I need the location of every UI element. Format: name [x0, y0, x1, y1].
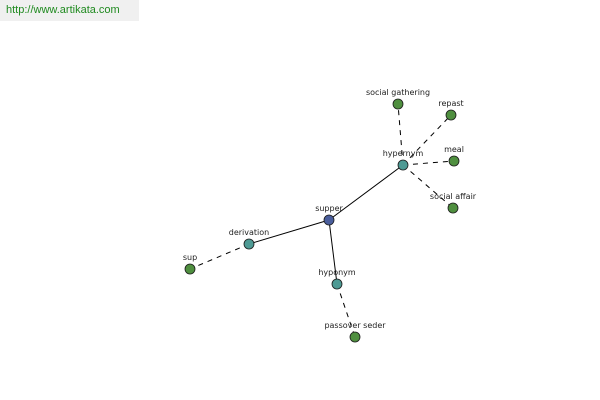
node-supper[interactable]: supper	[315, 204, 344, 226]
node-dot-hypernym[interactable]	[397, 159, 409, 171]
node-hypernym[interactable]: hypernym	[383, 149, 424, 171]
edge-hypernym-social-affair	[402, 164, 454, 209]
edge-supper-derivation	[248, 219, 330, 245]
edge-supper-hyponym	[328, 219, 338, 285]
node-label-meal: meal	[444, 145, 464, 154]
node-label-derivation: derivation	[229, 228, 269, 237]
node-dot-repast[interactable]	[445, 109, 457, 121]
node-sup[interactable]: sup	[183, 253, 197, 275]
node-label-social-affair: social affair	[430, 192, 477, 201]
graph-nodes: supper hypernym derivation hyponym social ga…	[183, 88, 477, 343]
node-label-supper: supper	[315, 204, 343, 213]
node-dot-social-gathering[interactable]	[392, 98, 404, 110]
node-label-hypernym: hypernym	[383, 149, 424, 158]
watermark-url: http://www.artikata.com	[6, 4, 120, 16]
node-dot-sup[interactable]	[184, 263, 196, 275]
graph-edges	[189, 103, 455, 338]
node-derivation[interactable]: derivation	[229, 228, 269, 250]
node-meal[interactable]: meal	[444, 145, 464, 167]
node-social-affair[interactable]: social affair	[430, 192, 477, 214]
node-label-sup: sup	[183, 253, 197, 262]
node-social-gathering[interactable]: social gathering	[366, 88, 430, 110]
node-dot-social-affair[interactable]	[447, 202, 459, 214]
node-dot-hyponym[interactable]	[331, 278, 343, 290]
node-repast[interactable]: repast	[438, 99, 464, 121]
edge-hypernym-repast	[402, 114, 452, 166]
edge-hypernym-meal	[402, 160, 455, 166]
node-passover-seder[interactable]: passover seder	[324, 321, 386, 343]
watermark-banner: http://www.artikata.com	[0, 0, 139, 21]
node-dot-passover-seder[interactable]	[349, 331, 361, 343]
node-label-social-gathering: social gathering	[366, 88, 430, 97]
node-label-passover-seder: passover seder	[324, 321, 386, 330]
node-dot-meal[interactable]	[448, 155, 460, 167]
node-label-hyponym: hyponym	[318, 268, 356, 277]
node-hyponym[interactable]: hyponym	[318, 268, 356, 290]
node-dot-supper[interactable]	[323, 214, 335, 226]
edge-supper-hypernym	[328, 164, 404, 221]
node-label-repast: repast	[438, 99, 463, 108]
edge-hypernym-social-gathering	[397, 103, 404, 166]
node-dot-derivation[interactable]	[243, 238, 255, 250]
edge-derivation-sup	[189, 243, 250, 270]
